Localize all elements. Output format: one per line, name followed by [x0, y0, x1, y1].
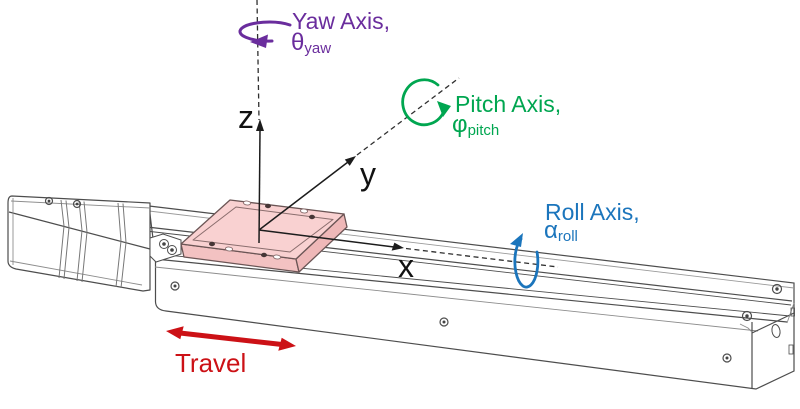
roll-axis-label: Roll Axis, [545, 199, 640, 225]
z-axis-label: z [238, 99, 254, 135]
end-face-hole [771, 324, 781, 338]
pitch-symbol: φ [452, 111, 468, 138]
roll-subscript: roll [557, 228, 578, 245]
yaw-arrowhead-icon [250, 34, 268, 48]
screw-icon [170, 281, 180, 291]
roll-rotation-arrow [513, 237, 540, 289]
roll-symbol: α [544, 217, 558, 244]
x-axis-arrowhead [391, 242, 404, 251]
screw-icon [44, 196, 54, 206]
yaw-symbol: θ [291, 29, 305, 56]
platform-holes [224, 200, 309, 260]
travel-arrowhead-right [278, 337, 296, 351]
pitch-rotation-arrow [401, 78, 446, 127]
washer-icon [167, 245, 177, 255]
travel-label: Travel [175, 348, 247, 378]
yaw-subscript: yaw [304, 40, 332, 57]
pitch-axis-label: Pitch Axis, [455, 91, 562, 117]
roll-arrowhead-icon [510, 233, 523, 247]
screw-icon [72, 199, 82, 209]
y-axis-line [258, 161, 349, 231]
screw-icon [439, 317, 449, 327]
y-axis-label: y [360, 156, 376, 192]
carriage-platform [180, 199, 348, 273]
z-axis-dashed [256, 0, 260, 121]
washer-icon [159, 239, 169, 249]
platform-inner-outline [192, 206, 334, 253]
motor-bracket [149, 233, 182, 263]
z-axis-arrowhead [256, 119, 264, 131]
screw-icon [771, 283, 783, 295]
pitch-arrowhead-icon [437, 101, 451, 117]
z-axis-line [258, 129, 261, 244]
platform-screws [209, 203, 315, 258]
y-axis-arrowhead [344, 156, 356, 166]
x-axis-line [258, 229, 395, 248]
pitch-subscript: pitch [467, 122, 500, 139]
rotation-arrows [238, 20, 540, 289]
screw-icon [741, 310, 753, 322]
motor-housing [7, 195, 151, 292]
travel-arrow [166, 326, 296, 351]
travel-arrow-shaft [179, 330, 283, 347]
travel-arrowhead-left [166, 326, 184, 340]
screw-icon [722, 353, 732, 363]
x-axis-dashed [405, 247, 559, 268]
yaw-axis-label: Yaw Axis, [292, 8, 390, 34]
x-axis-label: x [398, 248, 414, 284]
